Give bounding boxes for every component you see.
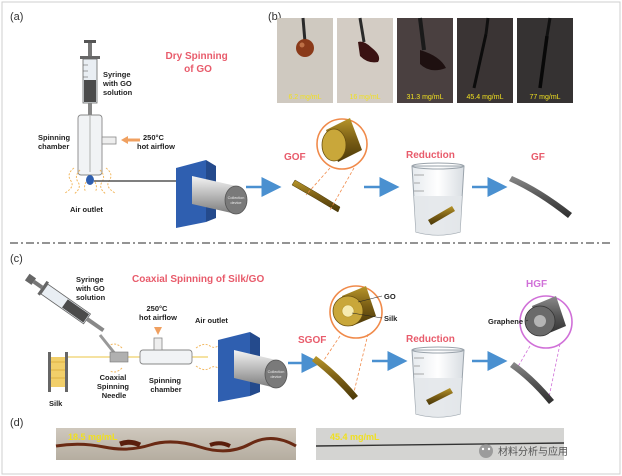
go-label: GO (384, 292, 396, 301)
air-outlet-swirls-c (109, 341, 223, 373)
syringe-c (24, 273, 105, 333)
spinning-chamber-a (77, 114, 103, 185)
outlet-label-c: Air outlet (195, 316, 228, 325)
reduction-label-c: Reduction (406, 334, 455, 345)
svg-text:Collection: Collection (268, 370, 285, 374)
sgof-label: SGOF (298, 335, 326, 346)
needle-label: Coaxial Spinning Needle (97, 373, 131, 400)
chamber-label-c: Spinning chamber (149, 376, 183, 394)
hgf-cross-section (515, 295, 573, 403)
hgf-fiber (510, 362, 554, 404)
air-inlet-a (101, 136, 117, 145)
watermark-logo-icon (479, 444, 493, 458)
syringe-label-c: Syringe with GO solution (75, 275, 107, 302)
collector-a: Collection device (176, 160, 248, 228)
silk-label: Silk (49, 399, 63, 408)
svg-text:45.4 mg/mL: 45.4 mg/mL (467, 94, 504, 101)
coaxial-needle (109, 351, 129, 363)
outlet-label-a: Air outlet (70, 205, 103, 214)
beaker-c (411, 346, 465, 418)
svg-text:31.3 mg/mL: 31.3 mg/mL (407, 94, 444, 101)
panel-label-a: (a) (10, 11, 23, 23)
svg-text:77 mg/mL: 77 mg/mL (529, 94, 560, 101)
beaker-a (411, 162, 465, 236)
svg-text:Collection: Collection (228, 196, 245, 200)
photo-b2: 16 mg/mL (337, 17, 393, 103)
hgf-label: HGF (526, 279, 547, 290)
feed-tube-c (98, 334, 118, 356)
gof-cross-section (305, 118, 368, 211)
silk-spool (48, 352, 68, 392)
panel-c-title: Coaxial Spinning of Silk/GO (132, 274, 264, 285)
svg-text:device: device (271, 375, 282, 379)
spinning-chamber-c (139, 337, 193, 365)
chamber-label-a: Spinning chamber (38, 133, 72, 151)
airflow-arrowhead-a (121, 136, 128, 144)
sgof-cross-section (323, 285, 383, 393)
svg-text:18.5 mg/mL: 18.5 mg/mL (68, 432, 118, 442)
photo-b1: 6.2 mg/mL (277, 17, 333, 103)
syringe-label-a: Syringe with GO solution (102, 70, 134, 97)
airflow-label-c: 250°C hot airflow (139, 304, 177, 322)
svg-text:device: device (231, 201, 242, 205)
photo-b5: 77 mg/mL (517, 17, 573, 103)
graphene-label: Graphene (488, 317, 523, 326)
gof-label: GOF (284, 152, 306, 163)
gf-label: GF (531, 152, 545, 163)
gof-fiber (291, 179, 341, 213)
watermark: 材料分析与应用 (479, 444, 568, 458)
sgof-fiber (312, 356, 358, 400)
photo-b4: 45.4 mg/mL (457, 17, 513, 103)
collector-c: Collection device (218, 332, 288, 402)
panel-label-c: (c) (10, 253, 23, 265)
svg-text:材料分析与应用: 材料分析与应用 (498, 445, 568, 458)
silk-core-label: Silk (384, 314, 398, 323)
photo-d-left: 18.5 mg/mL (55, 428, 297, 460)
panel-a-title: Dry Spinning of GO (165, 51, 230, 75)
svg-text:16 mg/mL: 16 mg/mL (349, 94, 380, 101)
airflow-label-a: 250°C hot airflow (137, 133, 175, 151)
reduction-label-a: Reduction (406, 150, 455, 161)
airflow-arrow-c (154, 327, 162, 335)
svg-text:6.2 mg/mL: 6.2 mg/mL (288, 94, 321, 101)
panel-label-d: (d) (10, 417, 23, 429)
gf-fiber (509, 176, 572, 218)
svg-text:45.4 mg/mL: 45.4 mg/mL (330, 432, 380, 442)
syringe-a (80, 40, 100, 115)
photo-d-right: 45.4 mg/mL (315, 428, 565, 460)
photo-b3: 31.3 mg/mL (397, 17, 453, 103)
